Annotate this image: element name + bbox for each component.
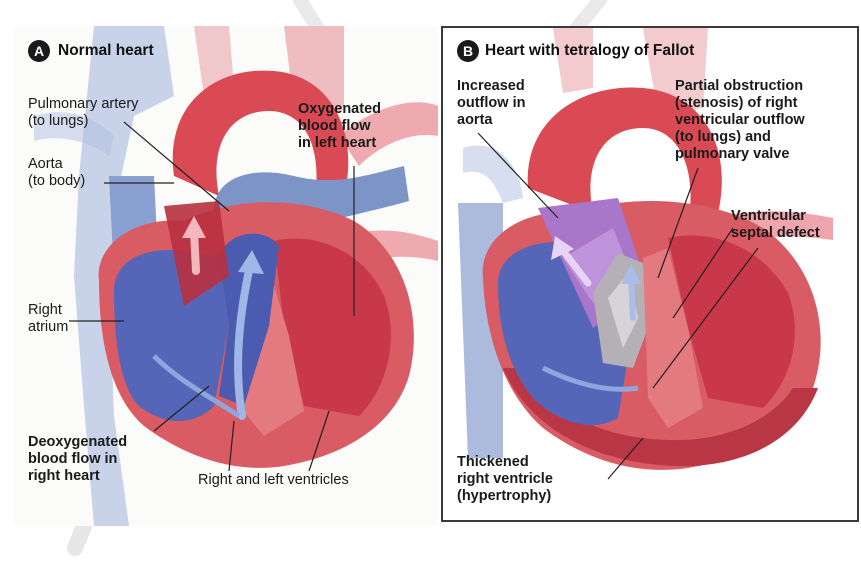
label-deoxygenated-flow: Deoxygenated blood flow in right heart [28,434,127,485]
label-ventricular-septal-defect: Ventricular septal defect [731,208,820,242]
label-pulmonary-artery: Pulmonary artery (to lungs) [28,96,138,130]
label-oxygenated-flow: Oxygenated blood flow in left heart [298,101,381,152]
label-thickened-right-ventricle: Thickened right ventricle (hypertrophy) [457,454,553,505]
panel-a-title: Normal heart [58,42,154,60]
label-increased-outflow: Increased outflow in aorta [457,78,525,129]
panel-tetralogy-of-fallot: B Heart with tetralogy of Fallot Increas… [441,26,859,522]
panel-a-badge: A [28,40,50,62]
panel-b-title: Heart with tetralogy of Fallot [485,42,694,60]
label-partial-obstruction: Partial obstruction (stenosis) of right … [675,78,805,163]
label-aorta: Aorta (to body) [28,156,85,190]
label-right-atrium: Right atrium [28,302,68,336]
label-ventricles: Right and left ventricles [198,472,349,489]
panel-b-badge: B [457,40,479,62]
panel-normal-heart: A Normal heart Pulmonary artery (to lung… [14,26,438,526]
